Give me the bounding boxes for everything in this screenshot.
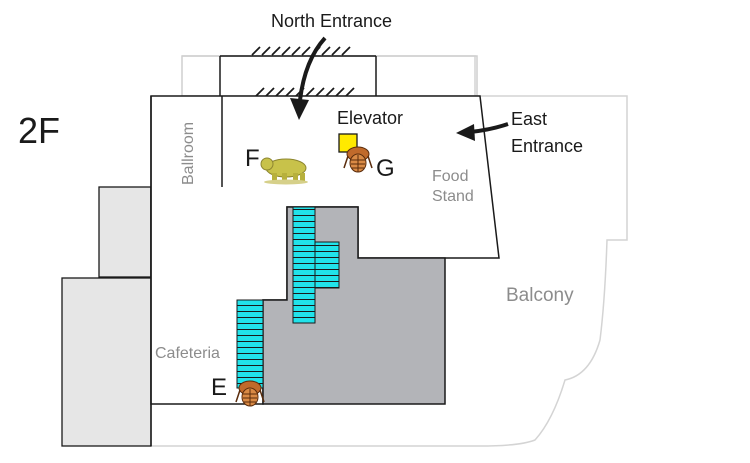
east-entrance-label-line2: Entrance xyxy=(511,136,583,156)
balcony-label: Balcony xyxy=(506,285,574,306)
escalator-stairs xyxy=(236,206,340,389)
north-entrance-label: North Entrance xyxy=(271,11,392,31)
east-entrance-label-line1: East xyxy=(511,109,547,129)
elevator-label: Elevator xyxy=(337,108,403,128)
bear-icon xyxy=(260,157,308,185)
exhibit-f-label: F xyxy=(245,145,260,172)
cafeteria-label: Cafeteria xyxy=(155,345,220,362)
north-entrance-arrow xyxy=(290,36,327,120)
balcony-outline xyxy=(150,55,628,447)
side-room-bottom xyxy=(61,277,152,447)
side-room-top-left xyxy=(98,186,152,278)
ballroom-label: Ballroom xyxy=(180,122,197,185)
exhibit-e-label: E xyxy=(211,374,227,401)
north-entrance-structure xyxy=(181,55,478,97)
floor-label: 2F xyxy=(18,110,60,151)
east-entrance-arrow xyxy=(456,122,509,141)
food-stand-label-line2: Stand xyxy=(432,188,474,205)
food-stand-label-line1: Food xyxy=(432,168,468,185)
exhibit-g-label: G xyxy=(376,155,395,182)
